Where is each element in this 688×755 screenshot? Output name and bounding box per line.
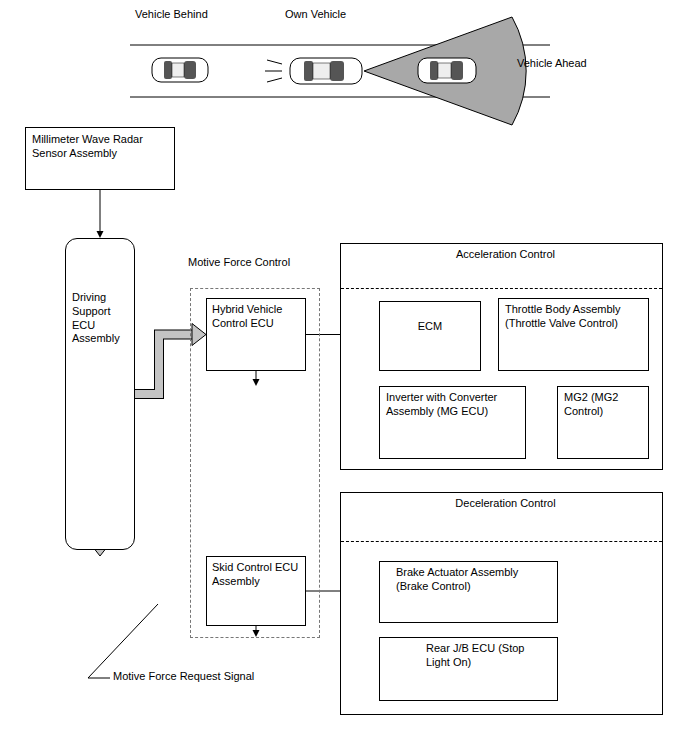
control-panel: Acceleration ControlECM Throttle Body Ass… [340,243,663,470]
box-label: Driving Support ECU Assembly [72,291,128,346]
panel-heading: Acceleration Control [341,244,662,262]
own-car [290,58,362,84]
control-panel: Deceleration ControlBrake Actuator Assem… [340,492,663,715]
arrow-outline [135,335,192,395]
sensor-box: Millimeter Wave Radar Sensor Assembly [25,127,175,190]
panel-heading: Deceleration Control [341,493,662,511]
process-box: MG2 (MG2 Control) [557,386,649,459]
radar-cone [364,17,526,125]
dashed-separator [341,288,662,289]
arrow-line [100,190,101,231]
arrow-line [256,371,257,379]
speed-lines [265,60,282,82]
box-label: Throttle Body Assembly (Throttle Valve C… [505,303,642,331]
box-label: Inverter with Converter Assembly (MG ECU… [386,391,519,419]
process-box: Skid Control ECU Assembly [206,556,306,626]
text-label: Motive Force Request Signal [113,670,254,684]
text-label: Own Vehicle [285,8,346,22]
arrow-path [135,335,192,395]
arrow-line [256,626,257,630]
process-box: Hybrid Vehicle Control ECU [206,298,306,371]
connector [135,324,206,395]
process-box: ECM [379,301,481,371]
box-label: Hybrid Vehicle Control ECU [212,303,300,331]
dashed-separator [341,541,662,542]
arrow-head [253,379,260,386]
box-label: MG2 (MG2 Control) [564,391,642,419]
arrow-head [253,630,260,637]
process-box: Throttle Body Assembly (Throttle Valve C… [498,298,649,371]
process-box: Inverter with Converter Assembly (MG ECU… [379,386,526,459]
process-box: Rear J/B ECU (Stop Light On) [379,637,558,701]
group-heading: Motive Force Control [188,256,290,270]
arrow-body [135,335,192,395]
arrow-head [97,231,104,238]
control-group: Motive Force ControlHybrid Vehicle Contr… [190,288,320,638]
process-box: Brake Actuator Assembly (Brake Control) [379,561,558,623]
car-ahead [418,58,476,83]
connector [253,626,260,637]
car-behind [152,58,208,82]
arrow-head [192,324,206,346]
leader-line [88,604,158,678]
box-label: Rear J/B ECU (Stop Light On) [426,642,551,670]
ecu-box: Driving Support ECU Assembly [65,238,135,550]
connector [97,190,104,238]
text-label: Vehicle Behind [135,8,208,22]
text-label: Vehicle Ahead [517,57,587,71]
box-label: ECM [386,320,474,334]
box-label: Millimeter Wave Radar Sensor Assembly [32,133,168,161]
box-label: Skid Control ECU Assembly [212,561,300,589]
box-label: Brake Actuator Assembly (Brake Control) [396,566,551,594]
connector [253,371,260,386]
